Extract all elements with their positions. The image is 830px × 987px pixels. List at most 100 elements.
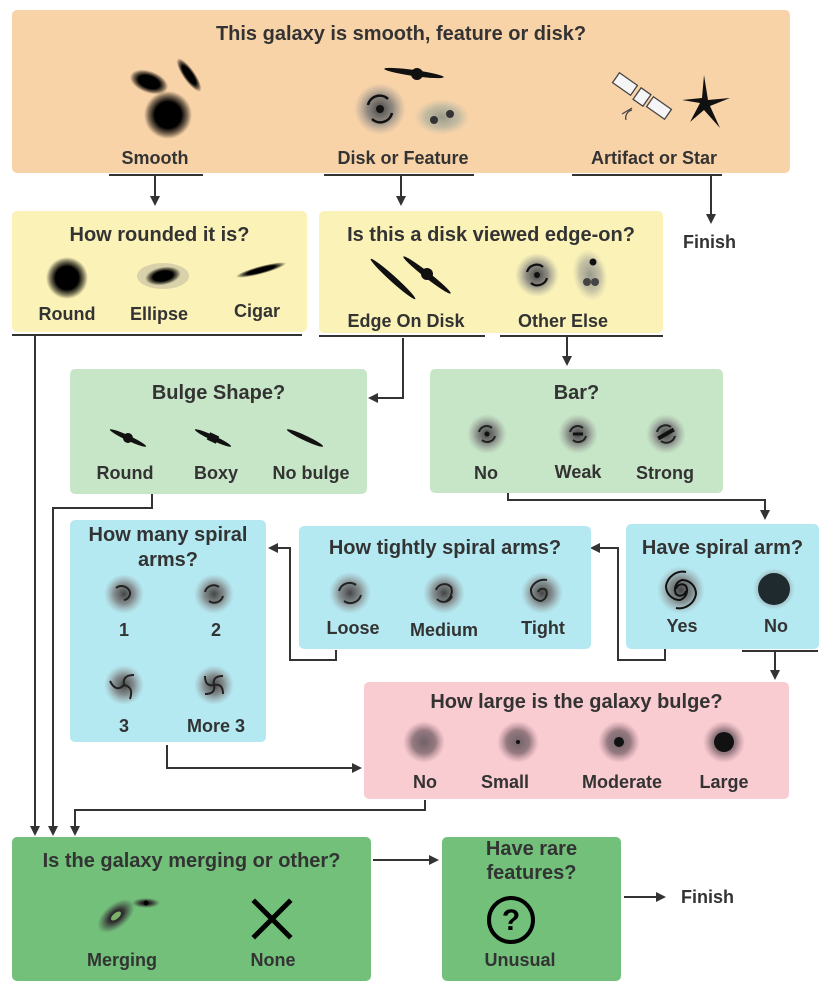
option-bar-weak-label: Weak [554,462,602,482]
question-round-title: How rounded it is? [69,224,250,246]
finish-label-2: Finish [681,887,734,907]
option-arms-3-label: 3 [118,716,130,736]
option-bar-strong-label: Strong [636,463,694,483]
arrow-bulge-size-to-merging [70,800,426,836]
medium-arms-icon [423,572,465,614]
question-arm-count-title-line1: How many spiral [88,524,248,546]
option-artifact-star-label: Artifact or Star [590,148,718,168]
option-tight-label: Tight [521,618,565,638]
no-bulge-icon [286,429,324,447]
option-none-label: None [250,950,296,970]
arrow-spiral-yes-to-tightness [590,543,666,661]
one-arm-icon [104,574,144,614]
option-bar-no-label: No [474,463,498,483]
question-rare-title-line2: features? [486,862,577,884]
question-merging-box: Is the galaxy merging or other? Merging … [12,837,371,981]
loose-arms-icon [329,572,371,614]
option-no-bulge-label: No bulge [272,463,350,483]
question-tightness-title: How tightly spiral arms? [328,537,562,559]
option-round-label: Round [38,304,96,324]
question-bulge-size-title: How large is the galaxy bulge? [430,691,723,713]
none-cross-icon [251,898,293,940]
finish-label-1: Finish [683,232,736,252]
option-bulge-boxy-label: Boxy [193,463,239,483]
option-spiral-no-label: No [764,616,788,636]
underline-artifact [572,174,722,176]
question-arm-count-box: How many spiral arms? 1 2 3 More 3 [70,520,266,742]
more-arms-icon [194,665,234,705]
ellipse-galaxy-icon [137,263,189,289]
weak-bar-icon [558,414,598,454]
option-ellipse-label: Ellipse [129,304,189,324]
arrow-arm-count-to-bulge-size [166,745,362,773]
merging-galaxies-icon [97,898,160,933]
arrow-edge-to-bulge-shape [368,338,404,403]
tight-arms-icon [521,572,563,614]
question-smooth-title: This galaxy is smooth, feature or disk? [215,23,587,45]
question-rare-title-line1: Have rare [485,838,578,860]
question-bar-title: Bar? [553,382,600,404]
option-medium-label: Medium [409,620,479,640]
underline-other-else [500,335,663,337]
question-edge-title: Is this a disk viewed edge-on? [347,224,635,246]
artifact-star-icon [611,71,730,128]
option-arms-more-label: More 3 [186,716,246,736]
question-bulge-shape-title: Bulge Shape? [151,382,286,404]
question-tightness-box: How tightly spiral arms? Loose Medium Ti… [299,526,591,649]
option-loose-label: Loose [326,618,380,638]
arrow-tightness-to-arm-count [268,543,337,661]
bulge-large-icon [703,721,745,763]
question-bulge-shape-box: Bulge Shape? Round Boxy No bulge [70,369,367,494]
two-arms-icon [194,574,234,614]
spiral-yes-icon [657,566,705,614]
option-spiral-yes-label: Yes [666,616,698,636]
bulge-small-icon [497,721,539,763]
option-other-else-label: Other Else [517,311,609,331]
arrow-bar-to-spiral [507,493,770,520]
question-mark-icon: ? [487,896,535,944]
smooth-galaxies-icon [129,58,202,139]
option-merging-label: Merging [87,950,157,970]
round-bulge-icon [109,429,147,447]
three-arms-icon [104,665,144,705]
underline-edge-on [319,335,485,337]
option-bulge-moderate-label: Moderate [581,772,663,792]
option-bulge-round-label: Round [96,463,154,483]
question-spiral-box: Have spiral arm? Yes No [626,524,819,649]
underline-spiral-no [742,650,818,652]
disk-feature-galaxies-icon [354,67,470,135]
arrow-bulge-shape-to-merging [48,494,153,836]
option-edge-on-label: Edge On Disk [347,311,465,331]
question-arm-count-title-line2: arms? [137,549,199,571]
strong-bar-icon [646,414,686,454]
other-else-icon [515,249,608,301]
cigar-galaxy-icon [235,262,287,278]
option-unusual-label: Unusual [484,950,556,970]
boxy-bulge-icon [194,429,232,447]
option-arms-1-label: 1 [118,620,130,640]
option-arms-2-label: 2 [210,620,222,640]
round-galaxy-icon [46,257,88,299]
edge-on-disk-icon [370,256,451,300]
no-bar-icon [467,414,507,454]
question-bulge-size-box: How large is the galaxy bulge? No Small … [364,682,789,799]
bulge-none-icon [403,721,445,763]
option-cigar-label: Cigar [233,301,281,321]
option-bulge-large-label: Large [699,772,749,792]
option-bulge-no-label: No [413,772,437,792]
question-spiral-title: Have spiral arm? [641,537,804,559]
option-bulge-small-label: Small [480,772,530,792]
underline-round-options [12,334,302,336]
question-merging-title: Is the galaxy merging or other? [42,850,341,872]
question-bar-box: Bar? No Weak Strong [430,369,723,493]
underline-disk [324,174,474,176]
question-edge-box: Is this a disk viewed edge-on? Edge On D… [319,211,663,333]
option-smooth-label: Smooth [121,148,189,168]
question-smooth-box: This galaxy is smooth, feature or disk? … [12,10,790,173]
bulge-moderate-icon [598,721,640,763]
question-rare-box: Have rare features? ? Unusual [442,837,621,981]
spiral-no-icon [753,568,795,610]
option-disk-feature-label: Disk or Feature [337,148,469,168]
question-round-box: How rounded it is? Round Ellipse Cigar [12,211,307,332]
